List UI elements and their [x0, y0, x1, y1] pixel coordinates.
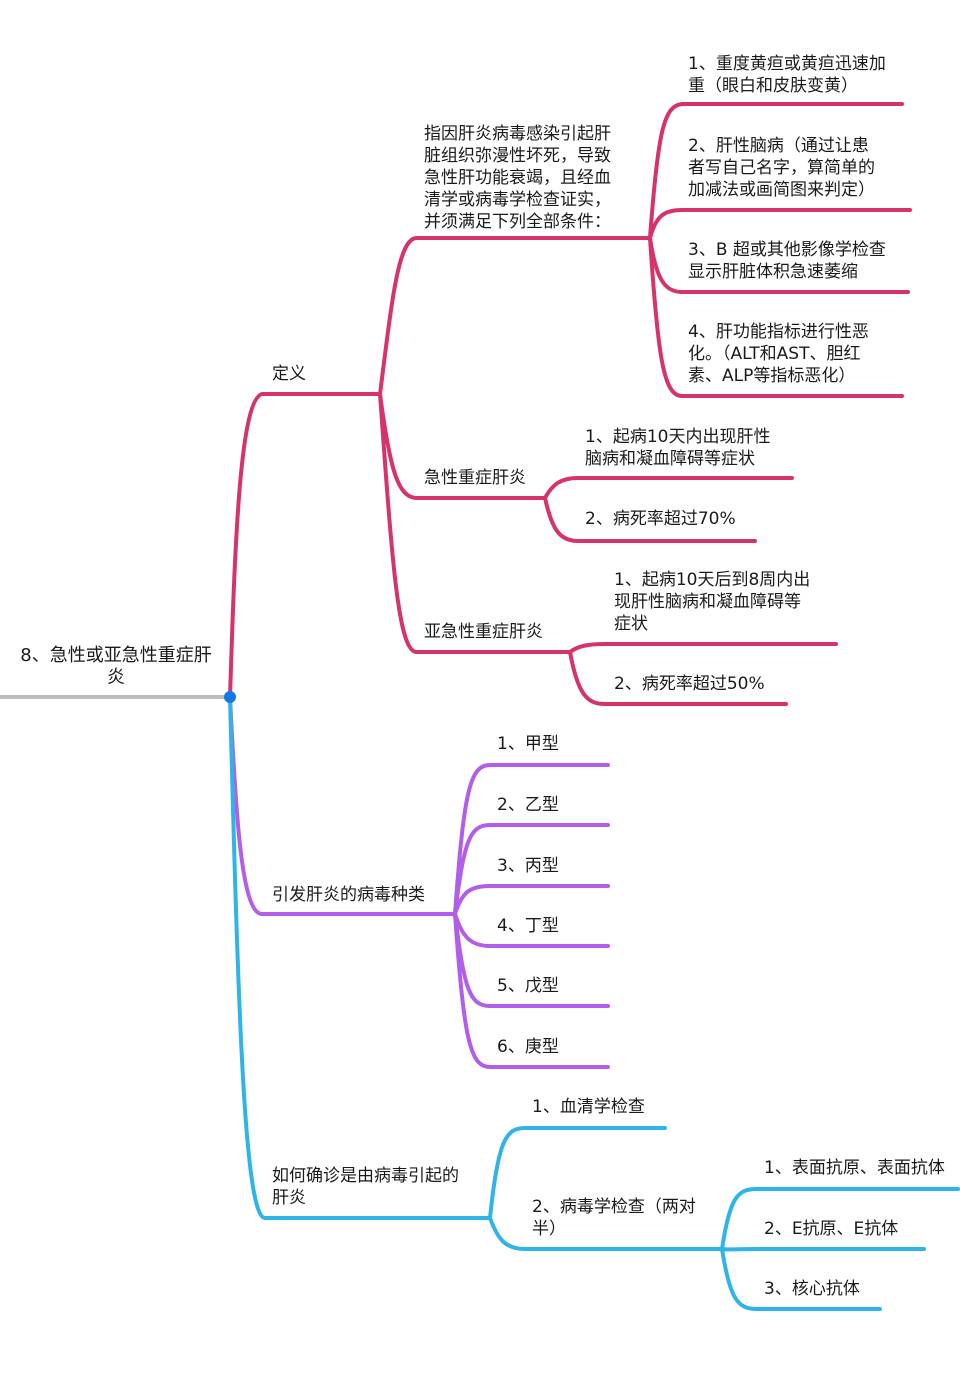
diagnosis-node: 如何确诊是由病毒引起的 肝炎	[272, 1166, 459, 1208]
virus-type-5: 5、戊型	[497, 976, 559, 996]
virus-type-2: 2、乙型	[497, 795, 559, 815]
acute-hepatitis-node: 急性重症肝炎	[424, 468, 526, 488]
virology-item-2: 2、E抗原、E抗体	[764, 1219, 899, 1239]
subacute-hepatitis-node: 亚急性重症肝炎	[424, 622, 543, 642]
definition-connectors	[228, 102, 912, 706]
condition-item-1: 1、重度黄疸或黄疸迅速加 重（眼白和皮肤变黄）	[688, 54, 886, 96]
diagnosis-connectors	[228, 695, 960, 1311]
virus-type-3: 3、丙型	[497, 856, 559, 876]
condition-item-3: 3、B 超或其他影像学检查 显示肝脏体积急速萎缩	[688, 240, 886, 282]
root-node: 8、急性或亚急性重症肝 炎	[20, 645, 212, 688]
virus-type-4: 4、丁型	[497, 916, 559, 936]
virus-types-node: 引发肝炎的病毒种类	[272, 885, 425, 905]
condition-item-2: 2、肝性脑病（通过让患 者写自己名字，算简单的 加减法或画简图来判定）	[688, 136, 875, 200]
serology-test-node: 1、血清学检查	[532, 1097, 645, 1117]
acute-item-2: 2、病死率超过70%	[585, 509, 736, 529]
definition-intro-node: 指因肝炎病毒感染引起肝 脏组织弥漫性坏死，导致 急性肝功能衰竭，且经血 清学或病…	[424, 124, 611, 232]
virus-type-1: 1、甲型	[497, 734, 559, 754]
subacute-item-1: 1、起病10天后到8周内出 现肝性脑病和凝血障碍等 症状	[614, 570, 811, 634]
subacute-item-2: 2、病死率超过50%	[614, 674, 765, 694]
virus-type-6: 6、庚型	[497, 1037, 559, 1057]
virology-item-1: 1、表面抗原、表面抗体	[764, 1158, 945, 1178]
virology-item-3: 3、核心抗体	[764, 1279, 860, 1299]
definition-node: 定义	[272, 364, 306, 384]
condition-item-4: 4、肝功能指标进行性恶 化。（ALT和AST、胆红 素、ALP等指标恶化）	[688, 322, 869, 386]
virology-test-node: 2、病毒学检查（两对 半）	[532, 1197, 696, 1239]
acute-item-1: 1、起病10天内出现肝性 脑病和凝血障碍等症状	[585, 427, 771, 469]
root-node-dot	[224, 691, 236, 703]
